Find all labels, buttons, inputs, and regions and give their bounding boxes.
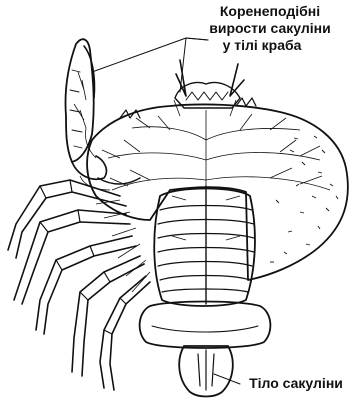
label-rootlike-outgrowths-line1: Коренеподібні — [220, 3, 320, 19]
sacculina-body — [179, 346, 233, 397]
label-sacculina-body: Тіло сакуліни — [249, 375, 343, 391]
sacculina-external-sac — [140, 302, 271, 349]
crab-abdomen — [154, 186, 255, 306]
crab-claw — [65, 39, 140, 184]
label-rootlike-outgrowths-line3: у тілі краба — [223, 37, 302, 53]
crab-walking-legs — [8, 180, 150, 390]
label-rootlike-outgrowths-line2: вирости сакуліни — [209, 20, 330, 36]
crab-eyestalks — [175, 60, 244, 108]
